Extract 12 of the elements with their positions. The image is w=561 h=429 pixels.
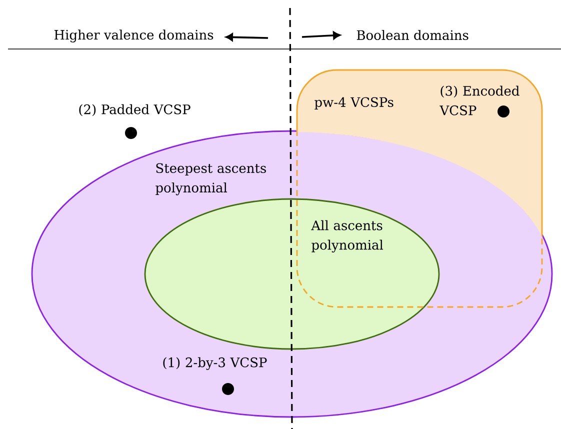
- region-label: All ascents polynomial: [311, 220, 384, 252]
- dot: [125, 127, 137, 139]
- dot: [498, 106, 510, 118]
- dot: [222, 383, 234, 395]
- point-label: (3) Encoded VCSP: [440, 86, 520, 116]
- point-label: (2) Padded VCSP: [79, 104, 190, 116]
- domain-label: Higher valence domains: [54, 30, 214, 42]
- point-label: (1) 2-by-3 VCSP: [163, 357, 267, 370]
- domain-label: Boolean domains: [356, 30, 468, 40]
- region-ellipse: [144, 198, 440, 350]
- region-label: Steepest ascents polynomial: [156, 163, 266, 196]
- region-label: pw-4 VCSPs: [314, 97, 394, 110]
